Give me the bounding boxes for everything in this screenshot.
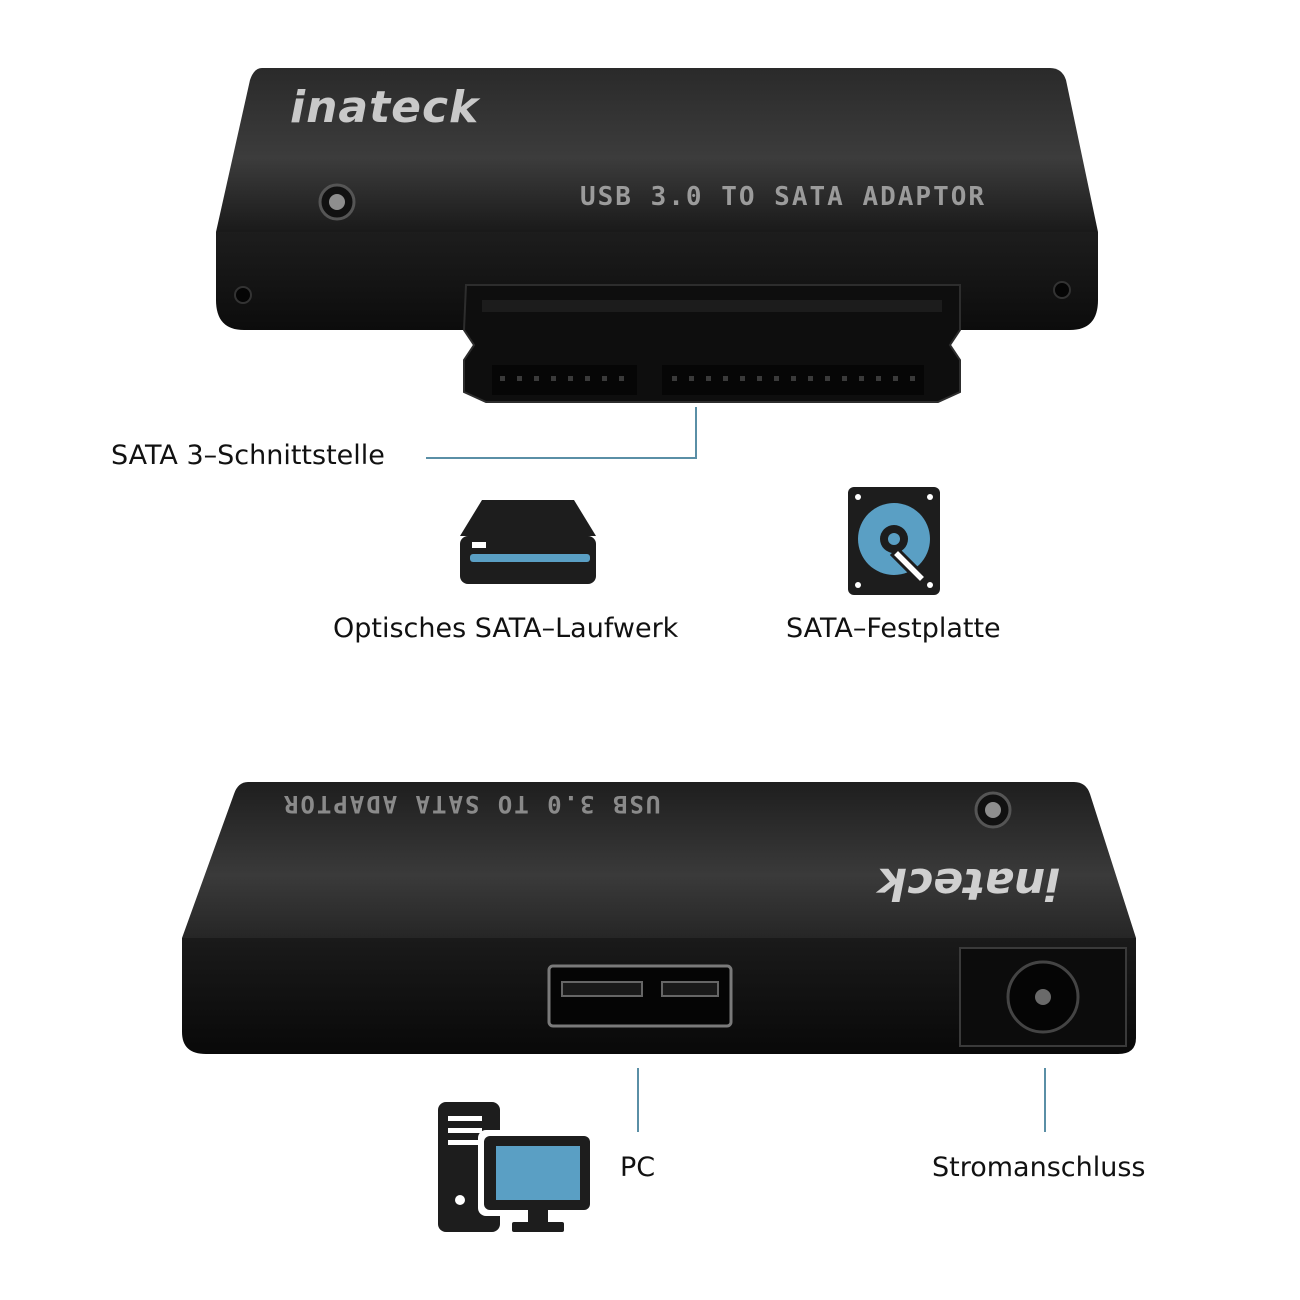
power-callout-line	[1044, 1068, 1046, 1132]
bottom-model-text: USB 3.0 TO SATA ADAPTOR	[282, 790, 661, 818]
optical-drive-label: Optisches SATA–Laufwerk	[333, 613, 679, 644]
pc-icon	[438, 1102, 596, 1232]
top-model-text: USB 3.0 TO SATA ADAPTOR	[580, 182, 987, 212]
sata-callout-line-vertical	[695, 407, 697, 459]
bottom-brand-logo: inateck	[878, 858, 1061, 909]
optical-drive-icon	[460, 500, 596, 584]
top-brand-logo: inateck	[290, 82, 480, 133]
top-adapter-image	[216, 68, 1098, 403]
bottom-adapter-image	[182, 782, 1136, 1054]
sata-interface-label: SATA 3–Schnittstelle	[111, 440, 385, 471]
power-label: Stromanschluss	[932, 1152, 1146, 1183]
pc-callout-line	[637, 1068, 639, 1132]
hard-disk-icon	[848, 487, 940, 595]
hard-disk-label: SATA–Festplatte	[786, 613, 1001, 644]
sata-callout-line-horizontal	[426, 457, 697, 459]
pc-label: PC	[620, 1152, 656, 1183]
